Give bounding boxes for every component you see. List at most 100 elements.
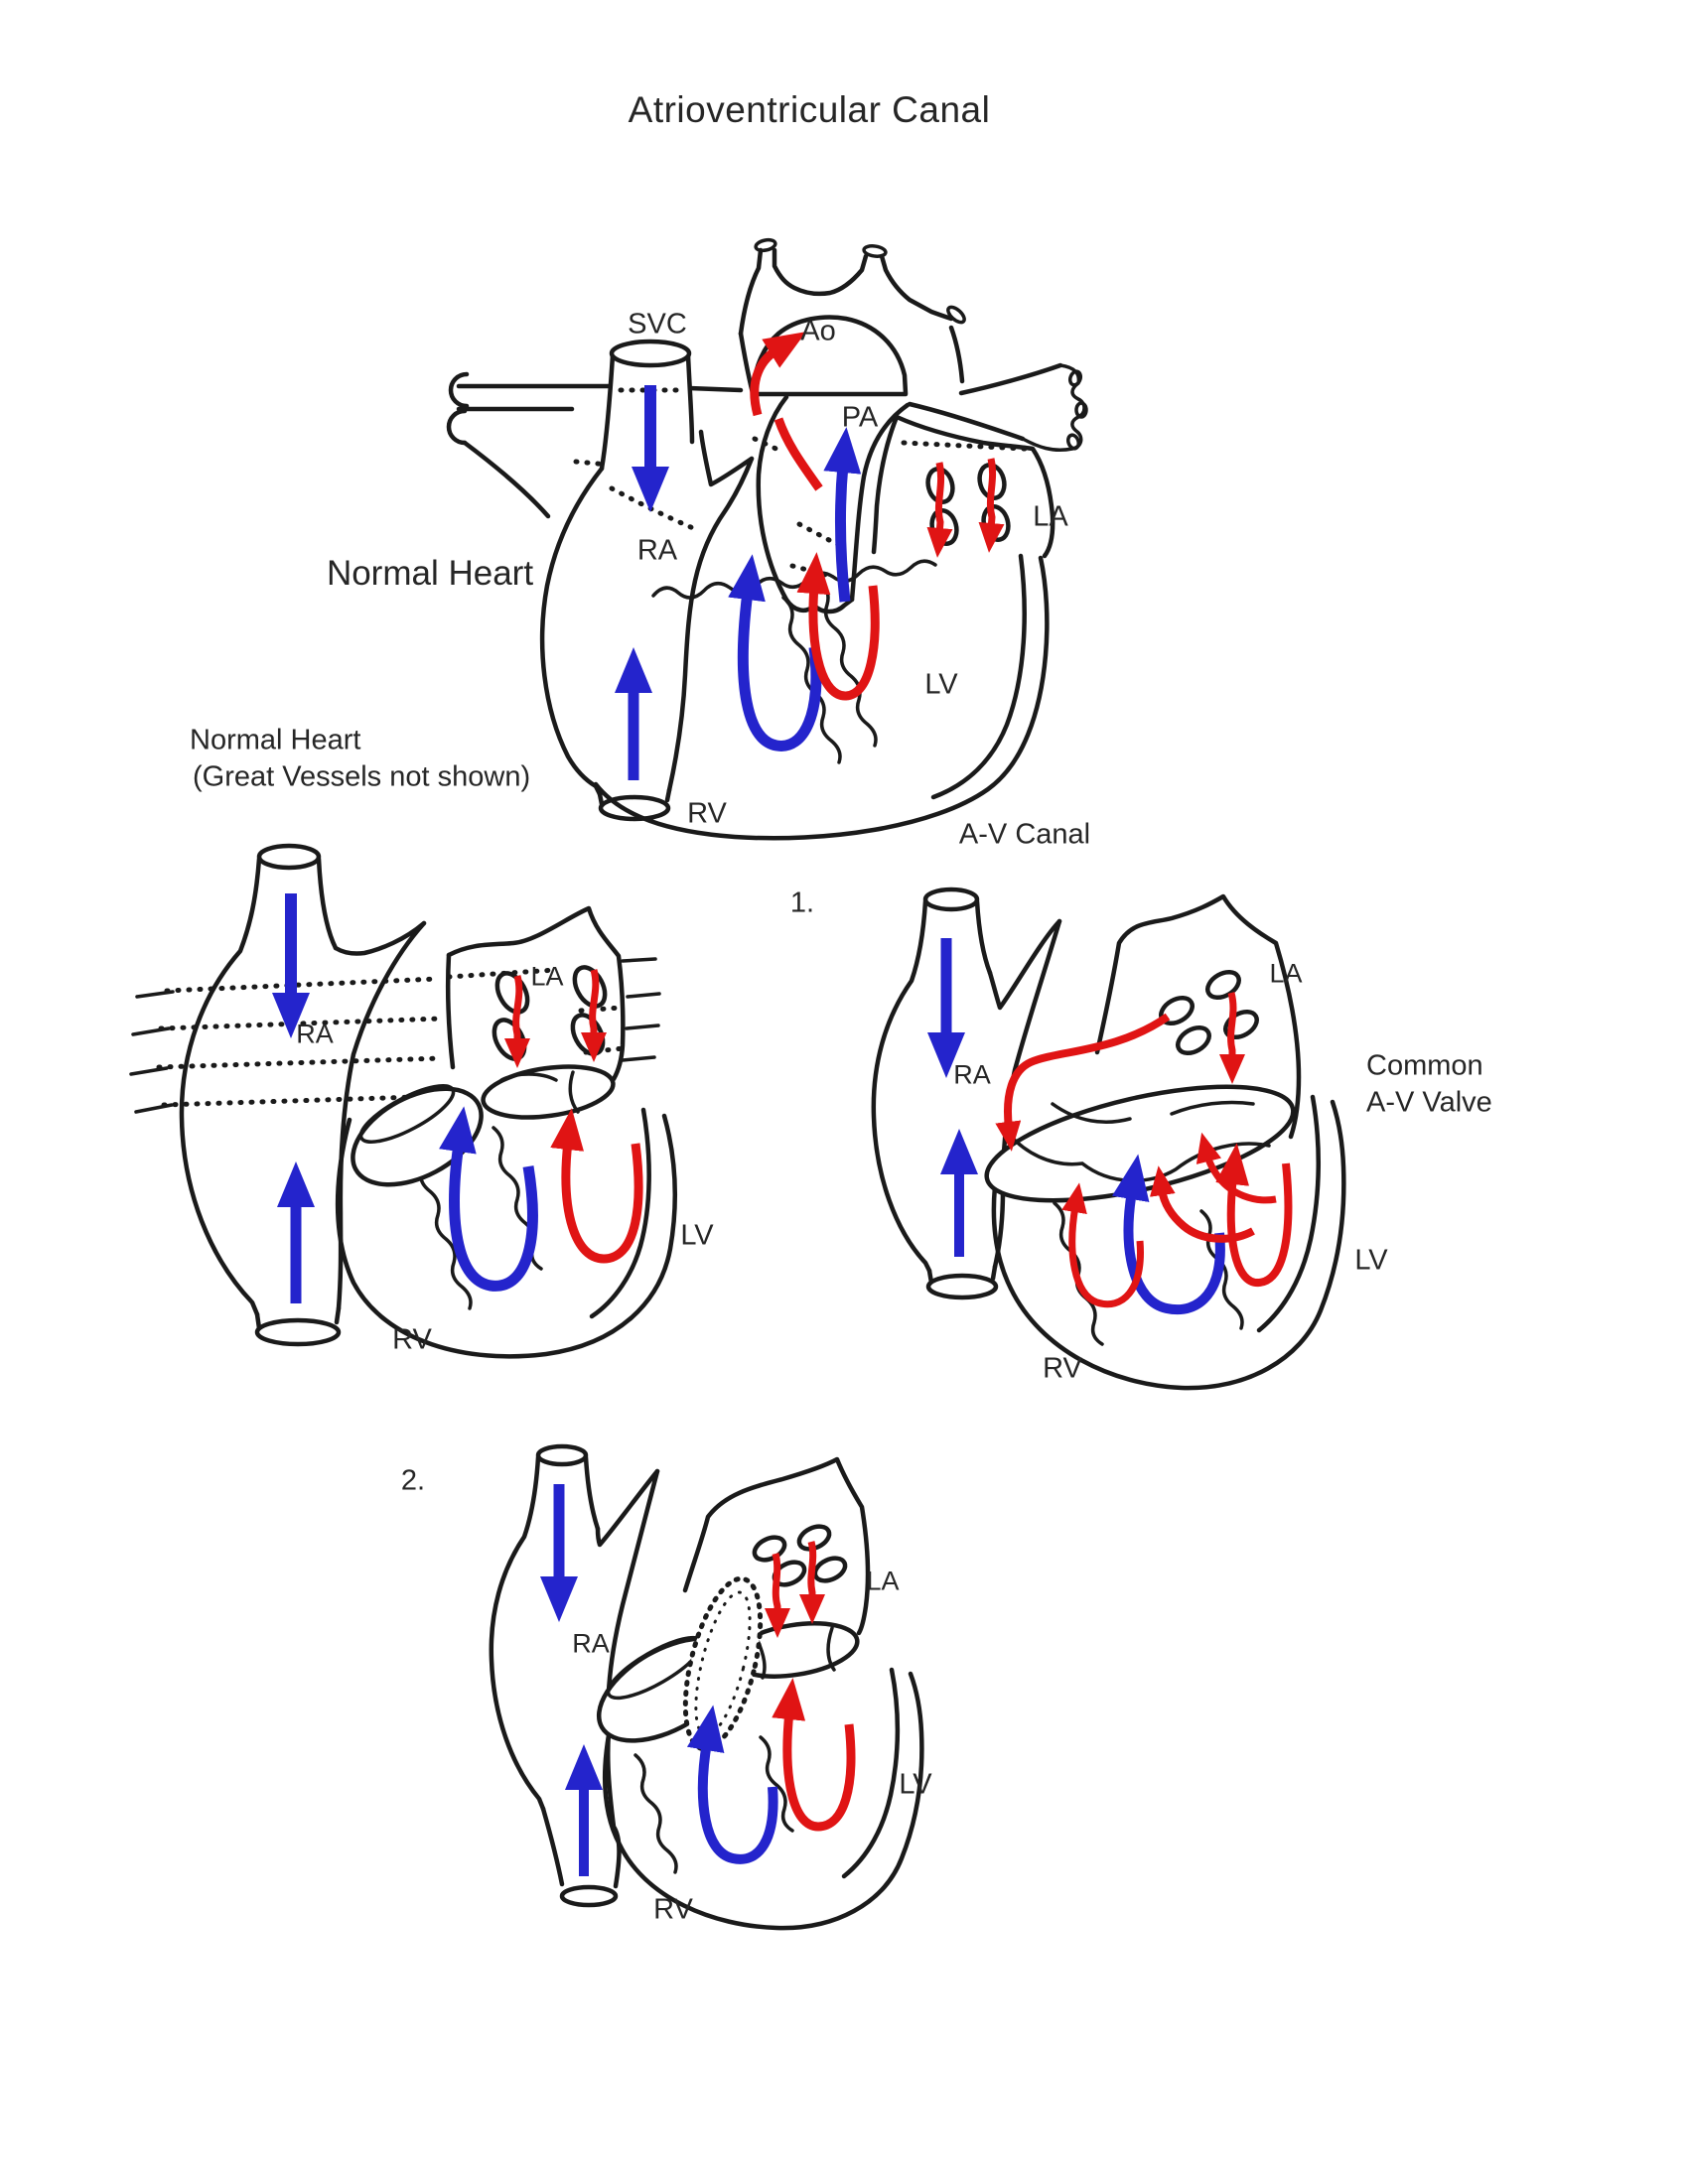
septum-trabeculae (781, 596, 842, 764)
right-atrium-outline (489, 1443, 660, 1908)
cut-vessel-stub (446, 408, 468, 446)
label-lv: LV (680, 1219, 714, 1252)
label-lv: LV (924, 668, 958, 701)
label-common-av-valve-line2: A-V Valve (1366, 1086, 1492, 1119)
svc-opening (922, 887, 980, 912)
pulmonary-vein-opening (812, 1556, 848, 1583)
pulmonary-vein-flow-arrow (581, 969, 607, 1062)
ivc-opening (559, 1884, 619, 1908)
label-la: LA (866, 1566, 900, 1596)
label-rv: RV (653, 1893, 693, 1926)
right-atrium-outline (871, 887, 1062, 1300)
ventricles-outline (991, 1094, 1346, 1391)
label-common-av-valve-line1: Common (1366, 1049, 1483, 1082)
lv-flow-arrow (550, 1108, 643, 1264)
pulmonary-vein-opening (572, 965, 608, 1009)
rv-flow-arrow (439, 1106, 538, 1292)
pulmonary-vein-opening (570, 1013, 606, 1056)
pulmonary-vein-opening (494, 971, 530, 1015)
label-rv: RV (1043, 1352, 1082, 1385)
left-atrium-outline (682, 1456, 871, 1636)
label-ra: RA (953, 1059, 991, 1090)
lv-inner-wall (589, 1107, 651, 1319)
pulmonary-vein-flow-arrow (1219, 992, 1245, 1084)
svc-opening (256, 843, 322, 871)
pulmonary-vein-opening (492, 1018, 527, 1061)
label-pa: PA (841, 401, 879, 434)
label-lv: LV (899, 1768, 932, 1801)
label-svc: SVC (628, 308, 687, 341)
caption-normal-simple-line1: Normal Heart (190, 724, 361, 756)
lv-flow-arrow (1215, 1143, 1293, 1287)
vsd-shunt-arrow (1196, 1132, 1277, 1204)
caption-normal-simple-line2: (Great Vessels not shown) (193, 760, 531, 793)
ventricles-outline (602, 1667, 924, 1931)
ventricles-outline (593, 553, 1050, 841)
label-la: LA (1033, 500, 1068, 533)
septum-trabeculae (1199, 1209, 1244, 1330)
ventricle-outer-wall (593, 555, 1050, 841)
step-number-2: 2. (400, 1464, 426, 1497)
normal-heart-title: Normal Heart (326, 554, 534, 593)
pulmonary-vein-opening (752, 1535, 787, 1563)
pulmonary-vein-flow-arrow (799, 1541, 825, 1624)
vsd-shunt-arrow (1149, 1165, 1255, 1243)
right-atrium-outline (539, 429, 755, 822)
label-la: LA (530, 961, 564, 992)
septum-trabeculae (817, 579, 878, 748)
rv-flow-arrow (1111, 1154, 1225, 1315)
cut-vessel-stub (448, 371, 470, 409)
rv-mixed-flow-arrow (1061, 1182, 1144, 1308)
caption-av-canal: A-V Canal (958, 818, 1091, 851)
asd-shunt-arrow (995, 1013, 1171, 1152)
left-atrium-outline (445, 905, 661, 1082)
right-atrium-outline (179, 843, 427, 1347)
ivc-opening (254, 1317, 342, 1347)
figure-normal-heart-full (446, 237, 1088, 841)
septum-trabeculae (633, 1753, 678, 1874)
svc-opening (535, 1443, 589, 1467)
pulmonary-vein-opening (796, 1524, 832, 1552)
label-rv: RV (687, 797, 727, 830)
lv-inner-wall (930, 553, 1027, 800)
pulmonary-vein-opening (1223, 1009, 1259, 1040)
pulmonary-vein-opening (929, 508, 959, 546)
ascending-aorta-flow (774, 417, 823, 491)
label-ao: Ao (800, 315, 836, 347)
svc-opening (609, 339, 692, 368)
label-ra: RA (636, 534, 678, 567)
figure-repaired (489, 1443, 924, 1931)
pulmonary-vein-opening (1205, 969, 1241, 1001)
rv-flow-arrow (686, 1705, 778, 1864)
ivc-opening (925, 1273, 999, 1300)
label-ra: RA (572, 1628, 610, 1659)
pulmonary-vein-flow-arrow (504, 975, 530, 1068)
cut-pulmonary-vein-stubs (621, 957, 661, 1062)
label-lv: LV (1354, 1244, 1388, 1277)
label-rv: RV (392, 1323, 432, 1356)
figure-normal-heart-simple (129, 843, 677, 1359)
lv-inner-wall (841, 1667, 901, 1879)
lv-flow-arrow (796, 552, 880, 701)
pulmonary-vein-flow-arrow (926, 462, 953, 558)
septum-trabeculae (759, 1735, 794, 1833)
tricuspid-leaflet (358, 1084, 456, 1144)
pulmonary-vein-opening (981, 504, 1011, 542)
aorta-flow-arrow (750, 332, 806, 417)
rv-flow-arrow (728, 554, 822, 751)
label-ra: RA (296, 1019, 334, 1049)
figure-av-canal (871, 887, 1346, 1391)
av-valve-scallops (651, 559, 937, 600)
lv-flow-arrow (772, 1678, 856, 1832)
cut-vessel-stubs (129, 990, 175, 1114)
page-title: Atrioventricular Canal (628, 89, 991, 130)
pulmonary-vein-flow-arrow (978, 458, 1005, 553)
pulmonary-vein-flow-arrow (765, 1553, 790, 1638)
pulmonary-vein-opening (1176, 1024, 1211, 1056)
aortic-arch (738, 237, 966, 396)
mitral-valve (481, 1064, 616, 1120)
left-atrium-outline (871, 414, 1055, 559)
label-la: LA (1269, 958, 1303, 989)
